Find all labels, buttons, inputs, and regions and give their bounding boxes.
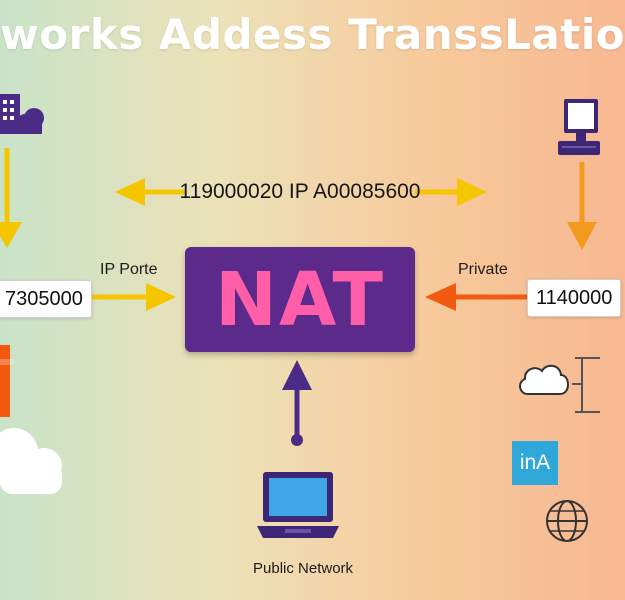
cloud-outline-icon [519,364,569,395]
left-port-label: IP Porte [100,261,158,278]
nat-label: NAT [215,256,385,343]
nat-box: NAT [185,247,415,352]
connection-arrows [0,148,600,446]
cloud-icon [0,428,62,494]
diagram-title: works Addess TranssLatio [0,10,625,59]
globe-icon [546,500,588,542]
server-cloud-icon [0,94,44,134]
public-network-label: Public Network [253,560,354,577]
left-ip-box: 7305000 [0,280,92,318]
top-address-label: 119000020 IP A00085600 [179,180,421,203]
computer-icon [558,99,600,155]
laptop-icon [257,472,339,538]
service-tile: inA [512,441,558,485]
building-icon [0,345,14,417]
right-private-label: Private [458,261,508,278]
right-ip-box: 1140000 [527,279,622,317]
